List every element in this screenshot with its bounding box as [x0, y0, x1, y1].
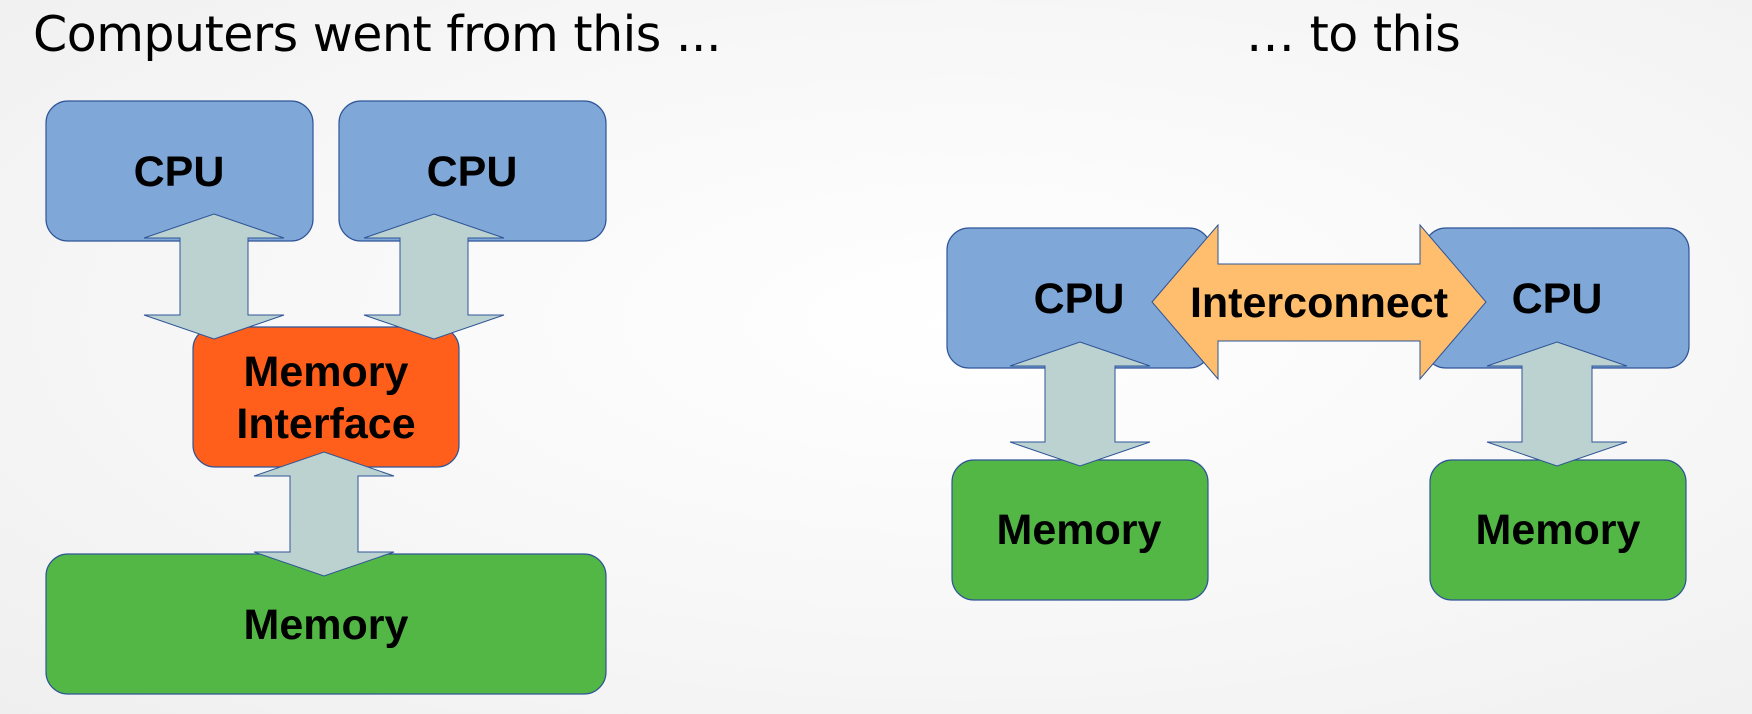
cpu-label: CPU	[1034, 275, 1125, 323]
title-after: … to this	[1246, 6, 1461, 63]
interconnect-label: Interconnect	[1190, 279, 1448, 327]
cpu-box-right	[338, 100, 607, 242]
memory-label: Memory	[244, 601, 409, 649]
cpu-label: CPU	[1512, 275, 1603, 323]
bus-arrow	[1486, 341, 1628, 467]
memory-interface-label: Memory	[244, 348, 409, 396]
bus-arrow	[143, 213, 285, 340]
memory-label: Memory	[1476, 506, 1641, 554]
after-diagram: Memory Memory CPU CPU Interconnect	[946, 223, 1690, 601]
bus-arrow	[363, 213, 505, 340]
cpu-label: CPU	[134, 148, 225, 196]
cpu-label: CPU	[427, 148, 518, 196]
title-before: Computers went from this ...	[33, 6, 722, 63]
interconnect-arrow	[1151, 223, 1487, 381]
before-diagram: CPU CPU Memory Interface Memory	[45, 100, 607, 695]
memory-interface-label: Interface	[236, 400, 415, 448]
memory-label: Memory	[997, 506, 1162, 554]
bus-arrow	[1009, 341, 1151, 467]
bus-arrow	[253, 451, 395, 577]
